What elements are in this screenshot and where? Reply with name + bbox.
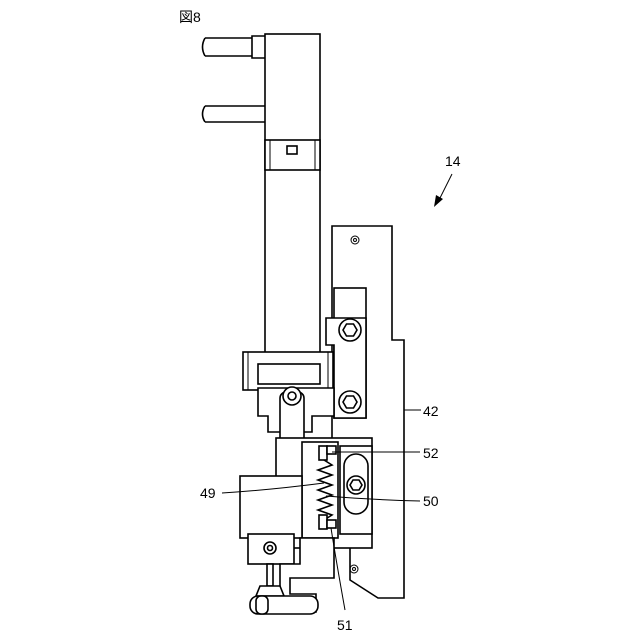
label-14: 14 (445, 153, 461, 169)
bolt-lower (339, 391, 361, 413)
clamp-block (243, 352, 333, 390)
bolt-upper (339, 319, 361, 341)
label-52: 52 (423, 445, 439, 461)
label-42: 42 (423, 403, 439, 419)
label-49: 49 (200, 485, 216, 501)
label-51: 51 (337, 617, 353, 633)
frame-label-group: 42 (404, 403, 439, 419)
adjustment-slot (344, 454, 368, 514)
assembly-label-group: 14 (434, 153, 461, 207)
vertical-column (265, 34, 320, 374)
figure-title: 図8 (179, 9, 201, 25)
label-50: 50 (423, 493, 439, 509)
